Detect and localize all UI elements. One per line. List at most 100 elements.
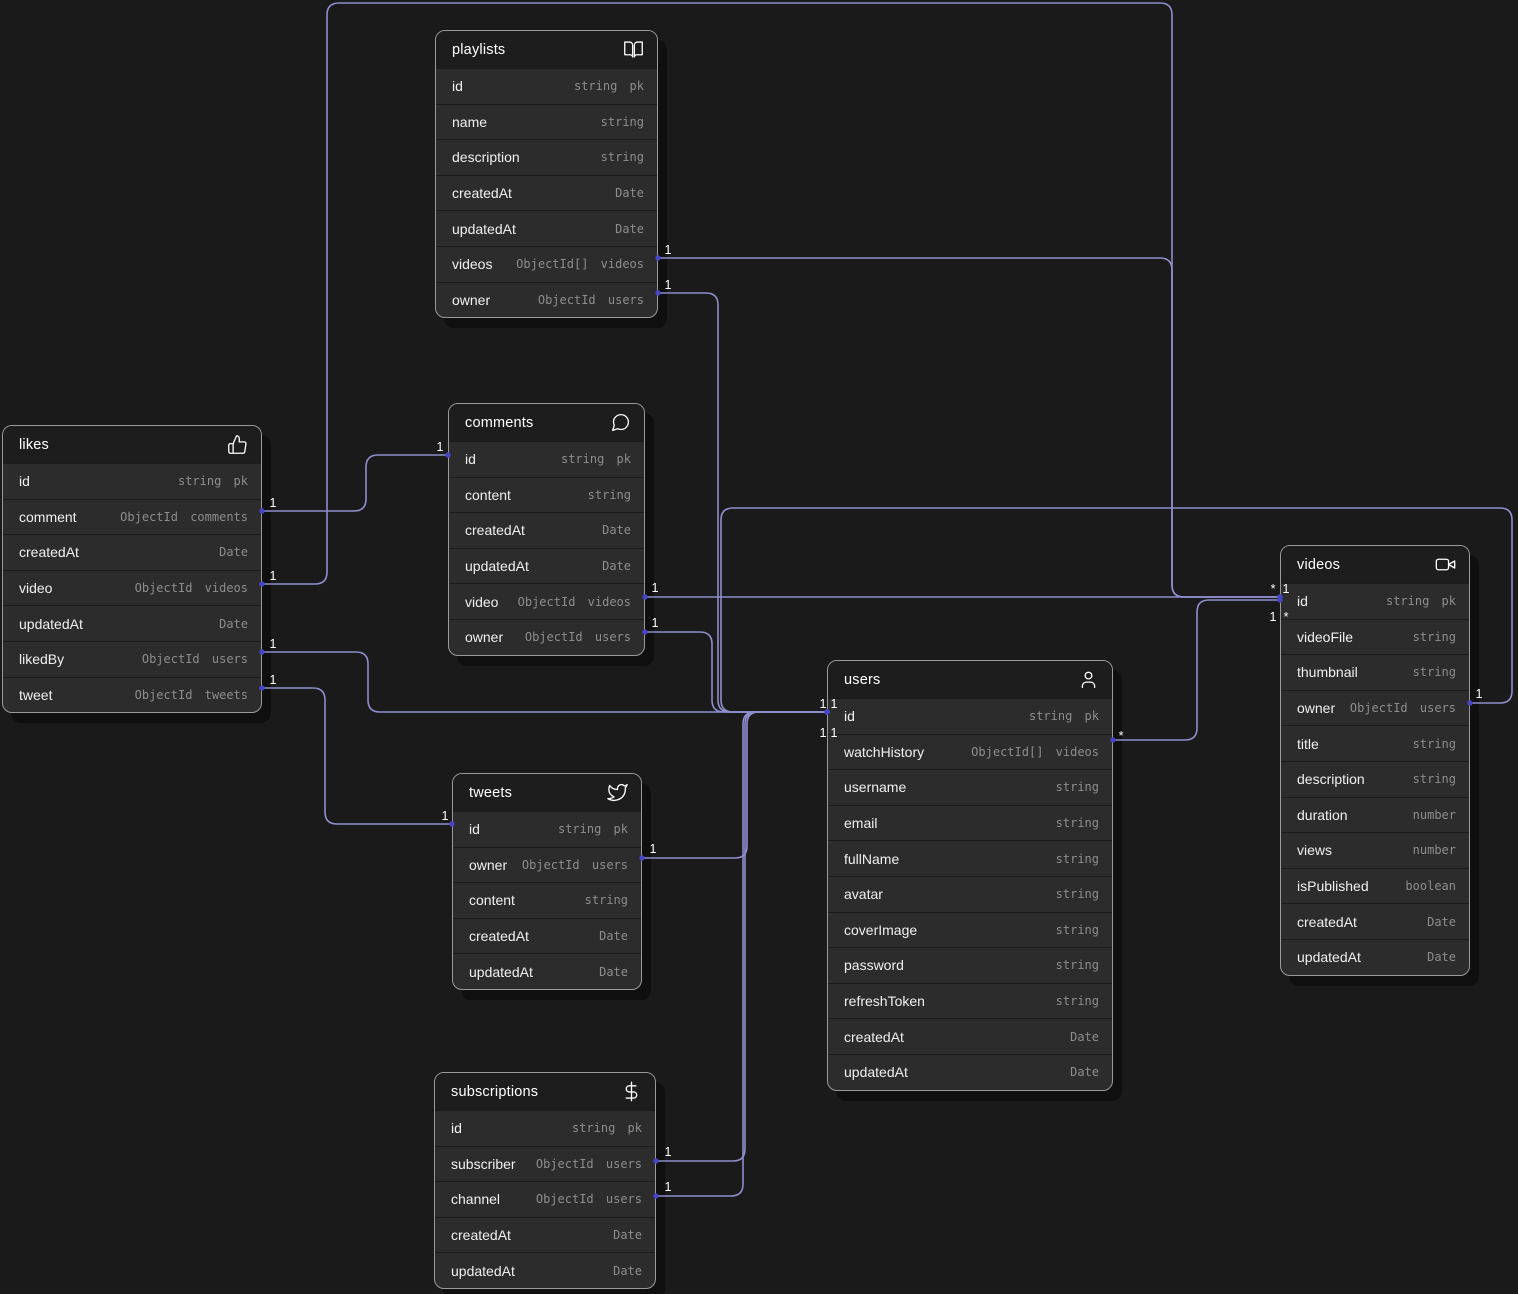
connection-tweets-owner-to-users-id[interactable]: [642, 711, 827, 859]
cardinality-label: 1: [442, 809, 449, 823]
field-type: Date: [602, 559, 631, 574]
connection-playlists-videos-to-videos-id[interactable]: [658, 257, 1280, 598]
cardinality-label: 1: [652, 581, 659, 595]
cardinality-label: 1: [665, 1180, 672, 1194]
connection-likes-comment-to-comments-id[interactable]: [262, 454, 448, 512]
cardinality-label: 1: [270, 569, 277, 583]
connection-comments-owner-to-users-id[interactable]: [645, 631, 827, 713]
field-row-likes-updatedAt[interactable]: updatedAt Date: [3, 605, 261, 641]
thumbs-up-icon: [227, 434, 248, 455]
connection-videos-owner-to-users-id[interactable]: [720, 507, 1513, 713]
table-header-tweets[interactable]: tweets: [453, 774, 641, 811]
field-type: ObjectId tweets: [134, 687, 248, 702]
connection-likes-likedby-to-users-id[interactable]: [262, 651, 827, 713]
field-type: Date: [219, 616, 248, 631]
table-header-videos[interactable]: videos: [1281, 546, 1469, 583]
table-header-users[interactable]: users: [828, 661, 1112, 698]
field-name: videoFile: [1297, 628, 1354, 645]
table-title: comments: [465, 414, 534, 431]
dollar-icon: [621, 1081, 642, 1102]
cardinality-label: 1: [665, 278, 672, 292]
table-header-subscriptions[interactable]: subscriptions: [435, 1073, 655, 1110]
connection-subscriptions-channel-to-users-id[interactable]: [656, 711, 827, 1197]
field-name: views: [1297, 842, 1333, 859]
cardinality-label: 1: [652, 616, 659, 630]
table-header-playlists[interactable]: playlists: [436, 31, 657, 68]
field-name: videos: [452, 256, 493, 273]
connection-playlists-owner-to-users-id[interactable]: [658, 292, 827, 713]
field-type: string: [584, 893, 628, 908]
field-row-comments-updatedAt[interactable]: updatedAt Date: [449, 547, 644, 584]
table-header-comments[interactable]: comments: [449, 404, 644, 441]
field-type: ObjectId videos: [134, 581, 248, 596]
field-type: Date: [613, 1263, 642, 1278]
field-name: updatedAt: [19, 615, 83, 632]
field-name: description: [1297, 771, 1365, 788]
connection-likes-tweet-to-tweets-id[interactable]: [262, 687, 452, 825]
connection-users-watchhistory-to-videos-id[interactable]: [1113, 599, 1280, 741]
field-name: updatedAt: [465, 558, 529, 575]
connection-subscriptions-subscriber-to-users-id[interactable]: [656, 711, 827, 1162]
field-name: video: [465, 593, 499, 610]
field-name: duration: [1297, 806, 1348, 823]
table-header-likes[interactable]: likes: [3, 426, 261, 463]
